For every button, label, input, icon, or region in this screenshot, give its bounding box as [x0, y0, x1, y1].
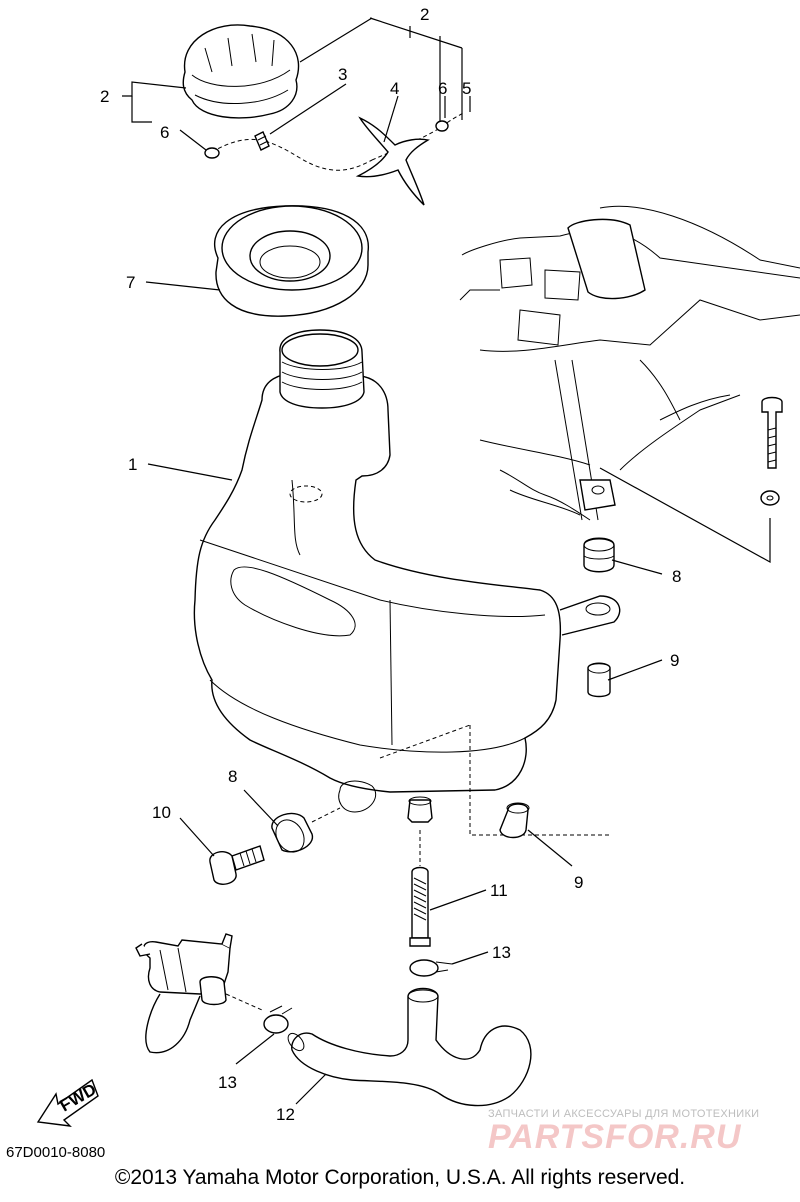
watermark-tagline: ЗАПЧАСТИ И АКСЕССУАРЫ ДЛЯ МОТОТЕХНИКИ [488, 1108, 760, 1120]
ring-6-left[interactable] [204, 147, 220, 159]
ring-6-right[interactable] [435, 120, 449, 132]
fuel-cock[interactable] [135, 933, 263, 1054]
fuel-tank[interactable] [193, 373, 612, 836]
callout-7: 7 [126, 273, 135, 292]
bolt-10[interactable] [209, 845, 265, 885]
grommet-lower[interactable] [270, 812, 314, 857]
frame-bracket [459, 205, 800, 521]
bracket-washer[interactable] [760, 490, 780, 506]
callout-2-top: 2 [420, 5, 429, 24]
fuel-hose[interactable] [285, 987, 532, 1107]
copyright-notice: ©2013 Yamaha Motor Corporation, U.S.A. A… [114, 1166, 686, 1189]
collar-upper[interactable] [587, 662, 611, 698]
callout-8-lower: 8 [228, 767, 237, 786]
tank-outlet [407, 796, 433, 823]
leader-grommet-tank [311, 807, 341, 823]
callout-11: 11 [490, 881, 508, 900]
callout-6-right: 6 [438, 79, 447, 98]
hose-clip-upper[interactable] [409, 959, 453, 977]
chain-strap[interactable] [355, 116, 430, 206]
cap-gasket[interactable] [213, 205, 369, 317]
leader-lines [122, 17, 663, 1105]
collar-lower[interactable] [499, 802, 530, 839]
callout-5: 5 [462, 79, 471, 98]
diagram-code: 67D0010-8080 [6, 1144, 106, 1161]
leader-bolt-washer [599, 467, 771, 564]
callout-2-left: 2 [100, 87, 109, 106]
tank-mount-tab [559, 595, 621, 636]
fwd-arrow-icon: FWD [36, 1078, 100, 1127]
callout-10: 10 [152, 803, 171, 822]
callout-6-left: 6 [160, 123, 169, 142]
callout-9-lower: 9 [574, 873, 583, 892]
chain-spring [254, 131, 270, 151]
callout-1: 1 [128, 455, 137, 474]
callout-12: 12 [276, 1105, 295, 1124]
fuel-cap[interactable] [182, 24, 300, 119]
callout-4: 4 [390, 79, 399, 98]
hose-clip-lower[interactable] [263, 1005, 293, 1034]
callout-3: 3 [338, 65, 347, 84]
callout-13-upper: 13 [492, 943, 511, 962]
callout-13-lower: 13 [218, 1073, 237, 1092]
grommet-upper[interactable] [583, 537, 615, 573]
bracket-bolt[interactable] [761, 396, 783, 469]
callout-9-upper: 9 [670, 651, 679, 670]
tank-filler-neck [279, 329, 365, 409]
fuel-filter[interactable] [409, 866, 431, 947]
callout-8-upper: 8 [672, 567, 681, 586]
watermark-logo: PARTSFOR.RU [488, 1118, 742, 1156]
